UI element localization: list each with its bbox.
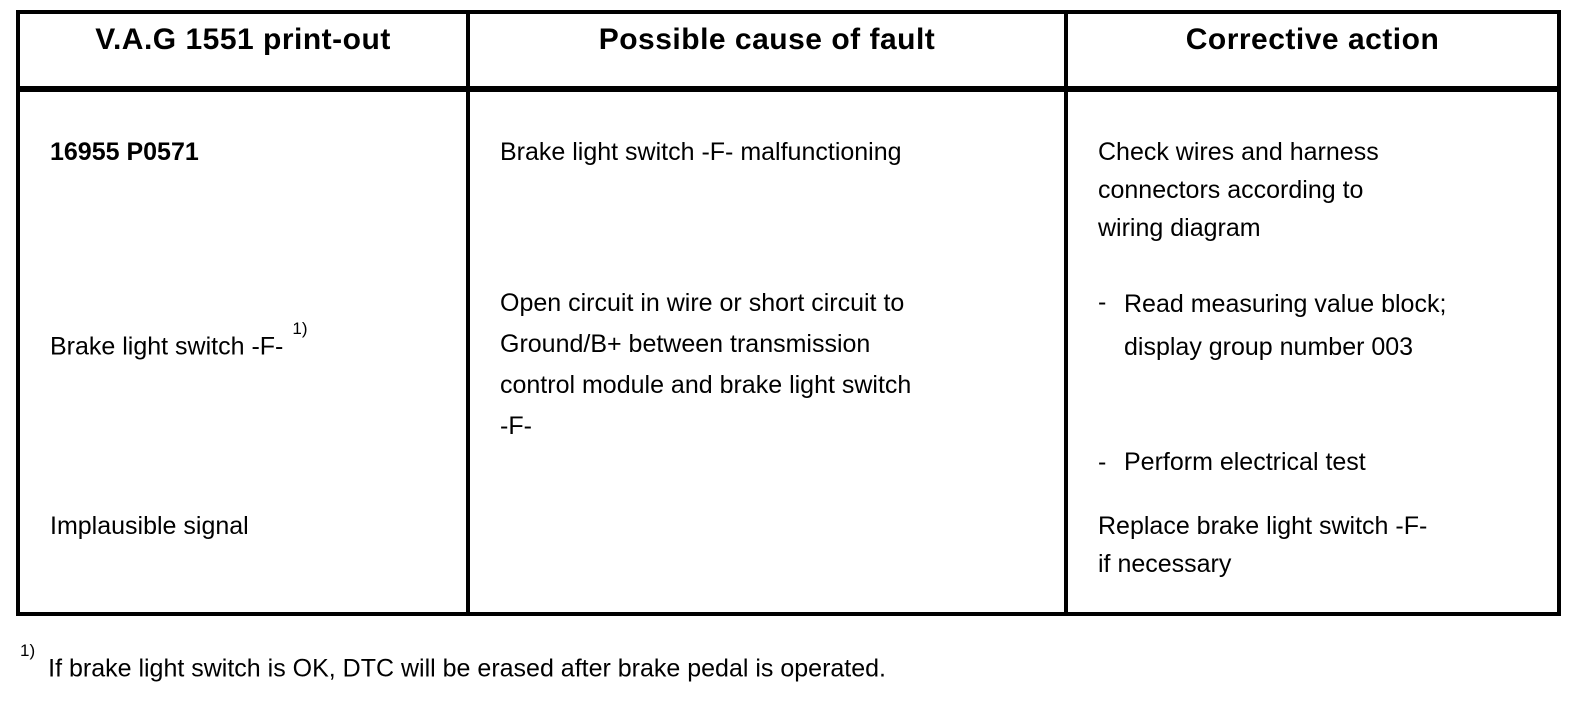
action-read-mvb: Read measuring value block; display grou… — [1124, 290, 1447, 361]
footnote-number: 1) — [20, 641, 36, 660]
dtc-code: 16955 P0571 — [50, 138, 199, 166]
cell-possible-cause: Brake light switch -F- malfunctioning Op… — [470, 92, 1068, 612]
action-replace-switch: Replace brake light switch -F- if necess… — [1098, 512, 1428, 578]
action-read-mvb-item: - Read measuring value block; display gr… — [1098, 283, 1539, 369]
footnote-reference-mark: 1) — [292, 319, 308, 338]
cause-open-circuit: Open circuit in wire or short circuit to… — [500, 289, 912, 440]
dtc-fault-table: V.A.G 1551 print-out Possible cause of f… — [16, 10, 1561, 616]
footnote: 1) If brake light switch is OK, DTC will … — [20, 641, 887, 683]
bullet-dash: - — [1098, 288, 1107, 316]
column-header-corrective-action: Corrective action — [1068, 14, 1557, 92]
column-header-possible-cause: Possible cause of fault — [470, 14, 1068, 92]
cell-printout: 16955 P0571 Brake light switch -F- 1) Imp… — [20, 92, 470, 612]
bullet-dash: - — [1098, 448, 1107, 476]
fault-type: Implausible signal — [50, 512, 249, 540]
action-check-wires: Check wires and harness connectors accor… — [1098, 138, 1379, 242]
action-electrical-test-item: - Perform electrical test — [1098, 443, 1539, 481]
action-electrical-test: Perform electrical test — [1124, 448, 1366, 476]
cause-malfunctioning: Brake light switch -F- malfunctioning — [500, 138, 902, 166]
cell-corrective-action: Check wires and harness connectors accor… — [1068, 92, 1557, 612]
column-header-vag-printout: V.A.G 1551 print-out — [20, 14, 470, 92]
footnote-text: If brake light switch is OK, DTC will be… — [48, 654, 887, 683]
fault-component: Brake light switch -F- — [50, 332, 284, 361]
fault-component-line: Brake light switch -F- 1) — [50, 283, 448, 365]
